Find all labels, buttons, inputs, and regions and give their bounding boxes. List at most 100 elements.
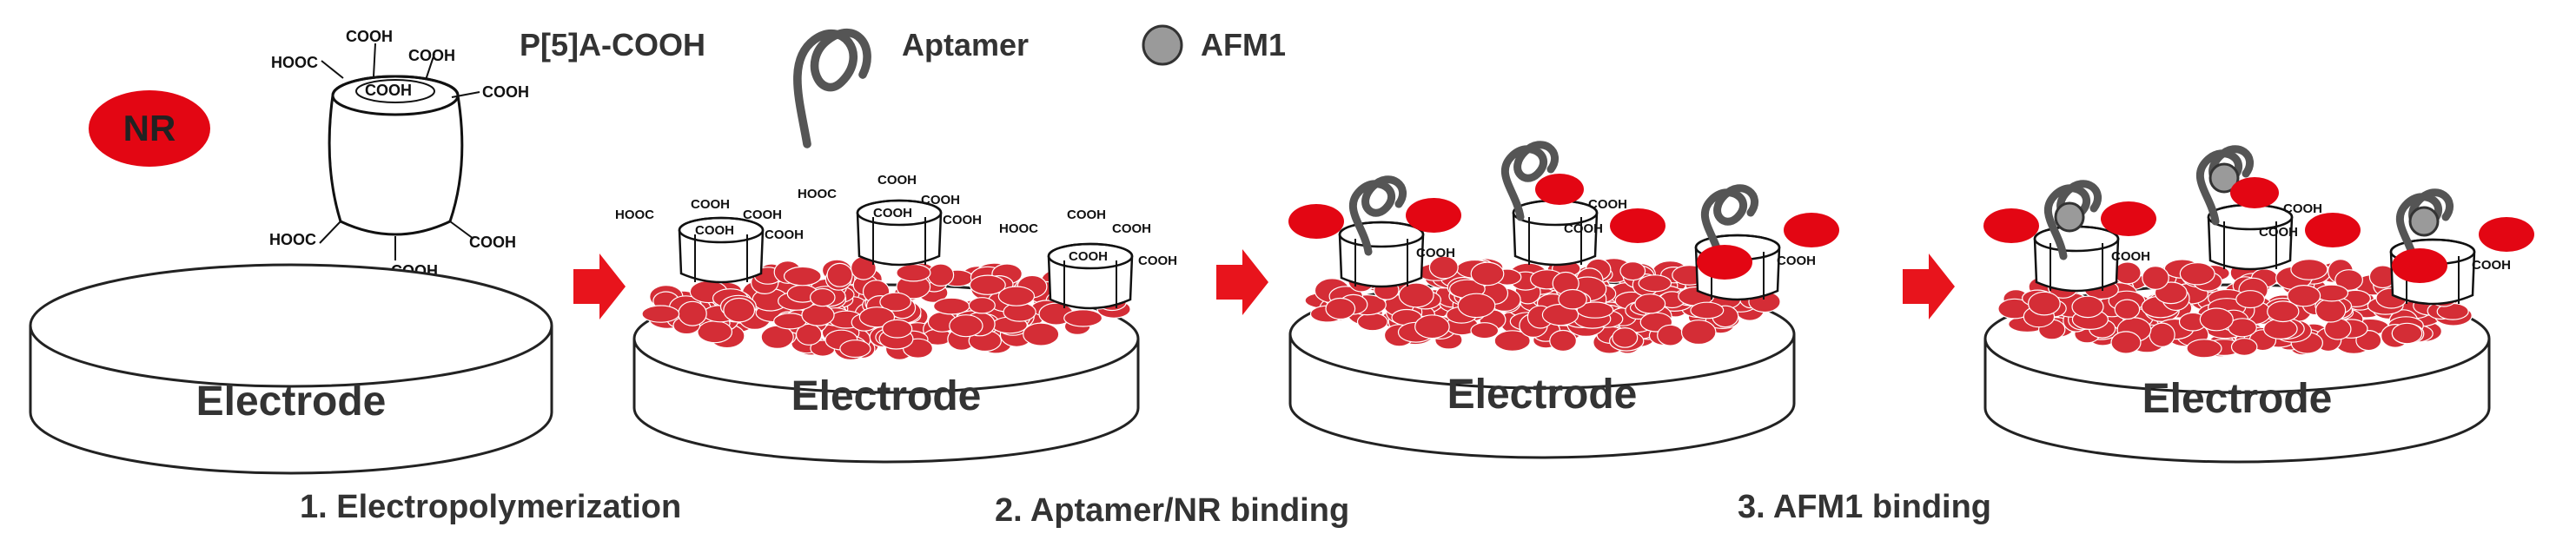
film-particle <box>2287 285 2321 307</box>
film-particle <box>1549 329 1577 352</box>
film-particle <box>1558 288 1587 310</box>
s2-cooh-5: COOH <box>877 173 917 188</box>
s4-cooh-4: COOH <box>2472 258 2511 273</box>
film-particle <box>1428 255 1459 280</box>
film-particle <box>2314 284 2349 302</box>
pillararene-1 <box>1338 221 1425 288</box>
film-particle <box>826 262 853 287</box>
nr-particle <box>1983 208 2039 243</box>
film-particle <box>2186 339 2222 359</box>
film-particle <box>1457 293 1496 319</box>
film-particle <box>2391 322 2423 345</box>
arrow-2 <box>1216 249 1268 315</box>
big-cooh-4: COOH <box>482 83 529 101</box>
film-particle <box>2142 266 2169 290</box>
aptamer-legend-label: Aptamer <box>902 27 1029 63</box>
film-particle <box>1657 324 1685 346</box>
film-particle <box>1493 330 1531 352</box>
film-particle <box>839 339 871 359</box>
film-particle <box>1619 261 1646 281</box>
film-particle <box>2179 262 2215 286</box>
s2-cooh-10: COOH <box>1112 221 1151 236</box>
big-hooc-2: HOOC <box>269 231 316 248</box>
film-particle <box>997 286 1036 306</box>
nr-particle <box>2230 177 2279 208</box>
film-particle <box>1612 327 1639 348</box>
nr-particle <box>1535 174 1584 205</box>
film-particle <box>896 263 931 282</box>
film-particle <box>641 305 680 323</box>
film-particle <box>1634 293 1666 314</box>
nr-particle <box>2479 217 2534 252</box>
s4-cooh-1: COOH <box>2111 249 2150 264</box>
s4-cooh-2: COOH <box>2283 201 2322 216</box>
monomer-legend-label: P[5]A-COOH <box>520 27 705 63</box>
film-particle <box>678 300 707 326</box>
film-particle <box>1356 312 1388 332</box>
step-caption-3: 3. AFM1 binding <box>1738 489 1991 525</box>
film-particle <box>783 266 822 287</box>
film-particle <box>2027 291 2061 316</box>
film-particle <box>858 306 896 328</box>
film-particle <box>1470 322 1500 339</box>
s2-cooh-9: COOH <box>1067 208 1106 222</box>
s2-cooh-8: COOH <box>943 213 982 227</box>
s4-cooh-3: COOH <box>2259 225 2298 240</box>
film-particle <box>809 287 836 307</box>
electrode-label-3: Electrode <box>1447 372 1638 418</box>
big-cooh-2: COOH <box>408 47 455 64</box>
nr-particle <box>1784 213 1839 247</box>
film-particle <box>2149 322 2175 347</box>
electrode-polymerized: Electrode HOOC COOH COOH COOH COOH HOOC … <box>615 173 1177 464</box>
afm1-molecule <box>2408 206 2440 237</box>
film-particle <box>969 274 1006 295</box>
s3-cooh-3: COOH <box>1564 221 1603 236</box>
legend: NR HOOC COOH COOH COOH COOH HOOC COOH CO… <box>89 24 1286 280</box>
film-particle <box>927 263 955 287</box>
film-particle <box>2314 298 2347 323</box>
film-particle <box>723 297 756 323</box>
electrode-afm1-bound: Electrode COOH COOH COOH COOH <box>1983 149 2534 464</box>
film-particle <box>697 320 733 344</box>
big-cooh-3: COOH <box>365 82 412 99</box>
electrode-aptamer-bound: Electrode COOH COOH COOH COOH <box>1288 145 1839 459</box>
electrode-label-4: Electrode <box>2142 376 2333 422</box>
film-particle <box>1638 274 1672 293</box>
arrow-1 <box>573 254 626 320</box>
big-hooc-1: HOOC <box>271 54 318 71</box>
nr-particle <box>2392 248 2447 283</box>
aptamer-legend-icon <box>793 28 871 148</box>
pillararene-1 <box>2033 225 2120 293</box>
film-particle <box>1680 320 1717 346</box>
s3-cooh-4: COOH <box>1777 254 1816 268</box>
film-particle <box>2334 269 2364 291</box>
s2-cooh-3: COOH <box>695 223 734 238</box>
film-particle <box>968 297 996 314</box>
s2-cooh-2: COOH <box>743 208 782 222</box>
electrode-label-2: Electrode <box>791 373 982 419</box>
s3-cooh-2: COOH <box>1588 197 1627 212</box>
film-particle <box>949 314 983 338</box>
film-particle <box>2235 290 2266 309</box>
s2-hooc-1: HOOC <box>615 208 654 222</box>
s2-cooh-4: COOH <box>765 227 804 242</box>
afm1-legend-label: AFM1 <box>1201 27 1286 63</box>
s2-hooc-3: HOOC <box>999 221 1038 236</box>
afm1-molecule <box>2208 162 2240 194</box>
film-particle <box>2267 300 2300 323</box>
film-particle <box>1325 297 1356 320</box>
s2-cooh-12: COOH <box>1138 254 1177 268</box>
nr-particle <box>1697 245 1752 280</box>
film-particle <box>1023 322 1060 346</box>
s3-cooh-1: COOH <box>1416 246 1455 260</box>
nr-particle <box>1288 204 1344 239</box>
film-particle <box>2114 299 2141 320</box>
afm1-legend-icon <box>1142 24 1183 66</box>
film-particle <box>2071 295 2104 319</box>
nr-legend-ellipse <box>89 90 210 167</box>
electrode-label-1: Electrode <box>196 379 387 425</box>
s2-cooh-11: COOH <box>1069 249 1108 264</box>
film-particle <box>879 292 912 312</box>
film-particle <box>882 319 913 339</box>
